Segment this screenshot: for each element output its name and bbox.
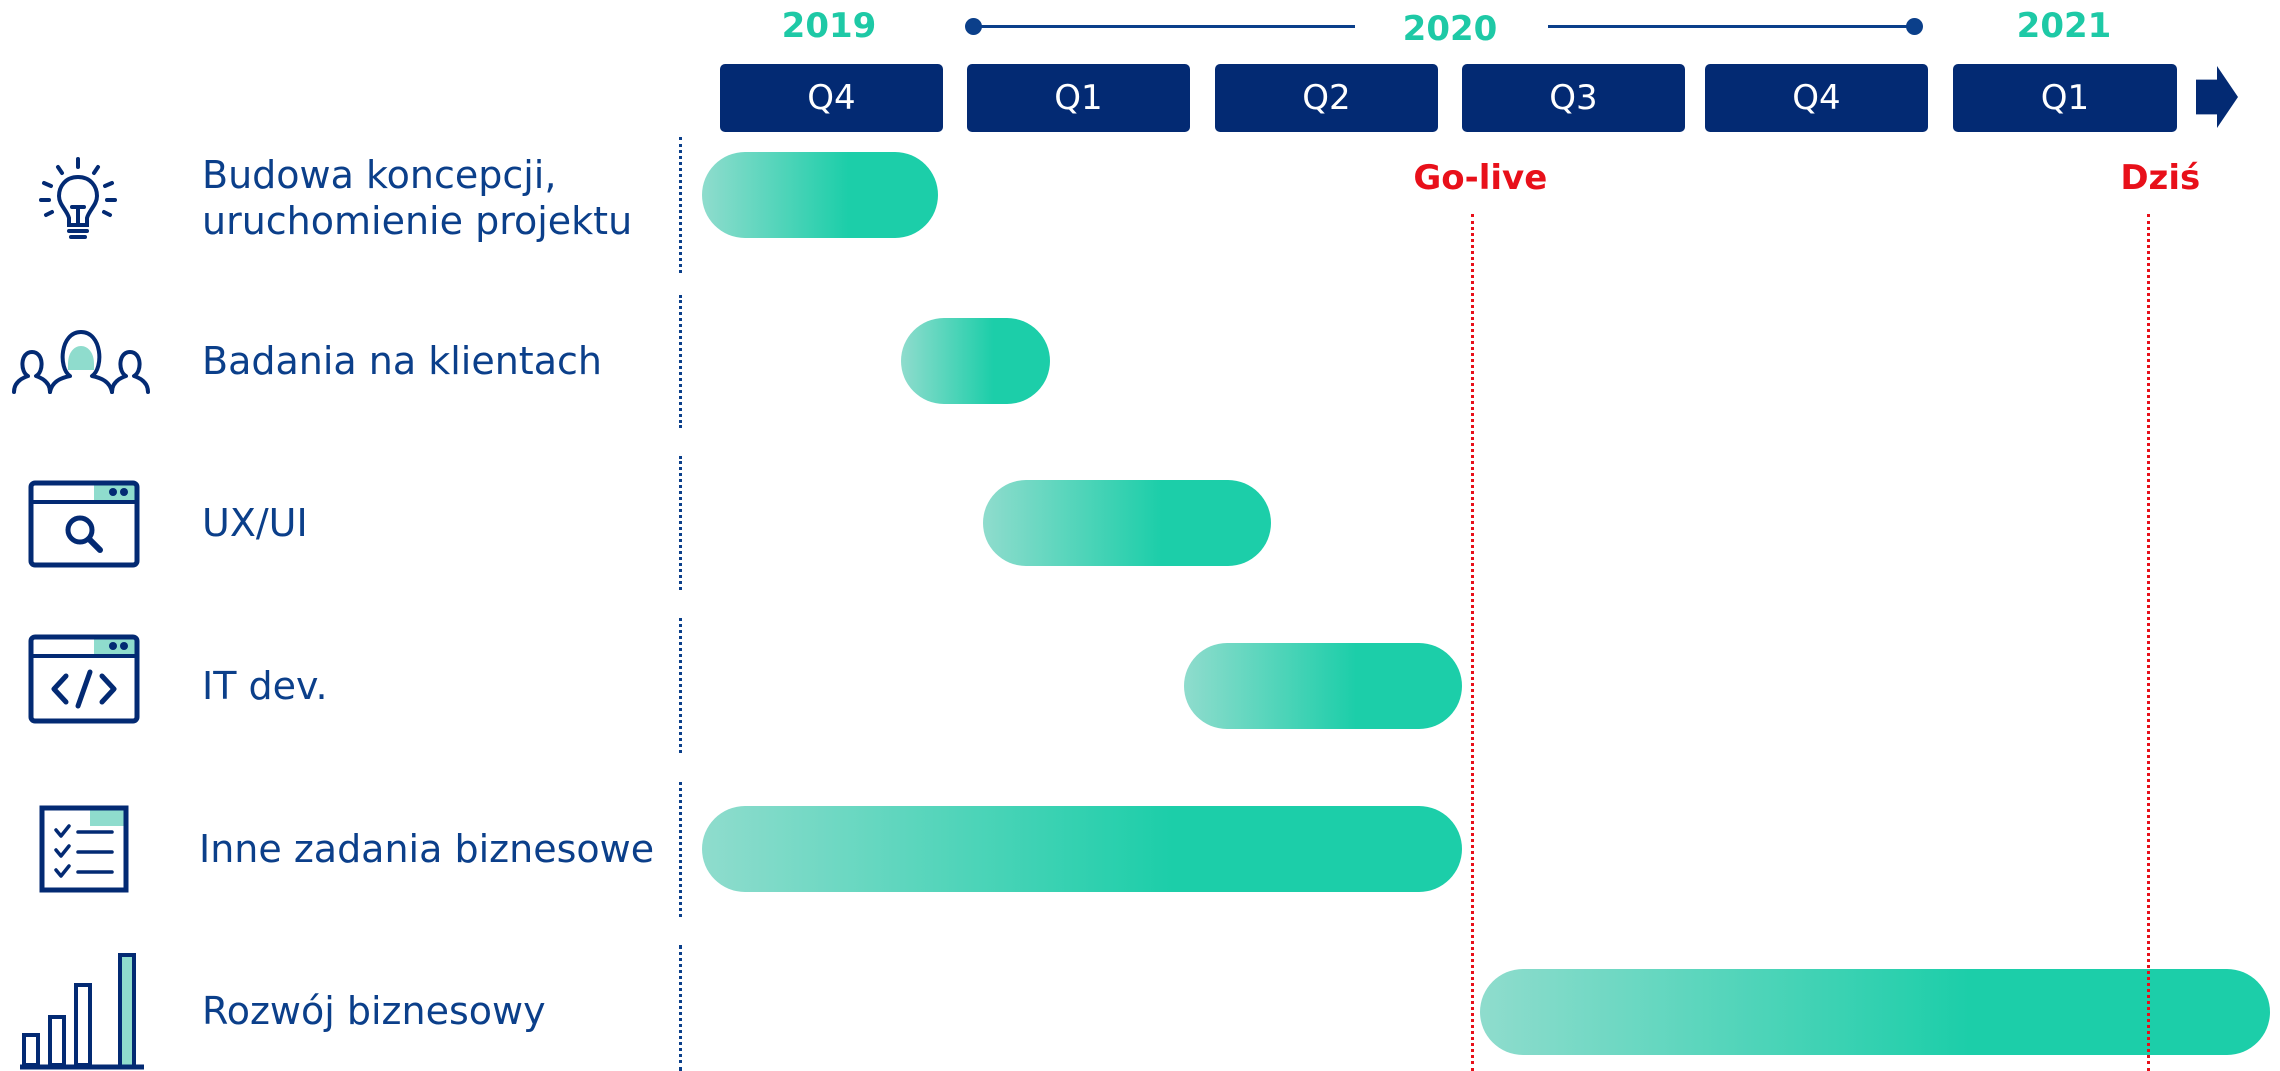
task-label-customer-research: Badania na klientach <box>202 339 602 383</box>
year-line-left <box>973 25 1355 28</box>
row-separator <box>679 945 682 1071</box>
gantt-bar <box>702 806 1463 892</box>
gantt-bar <box>1479 969 2270 1055</box>
quarter-q4-2020: Q4 <box>1705 64 1928 132</box>
marker-label: Go-live <box>1413 158 1548 198</box>
quarter-q3-2020: Q3 <box>1462 64 1685 132</box>
task-label-ux-ui: UX/UI <box>202 501 308 545</box>
growth-bars-icon <box>20 953 144 1070</box>
year-label-2021: 2021 <box>2016 6 2112 46</box>
browser-code-icon <box>28 634 140 724</box>
marker-label: Dziś <box>2120 158 2201 198</box>
timeline-arrow-icon <box>2196 66 2238 128</box>
gantt-bar <box>702 152 939 238</box>
quarter-q2-2020: Q2 <box>1215 64 1438 132</box>
task-label-concept: Budowa koncepcji, uruchomienie projektu <box>202 153 633 243</box>
checklist-icon <box>39 805 129 893</box>
year-label-2019: 2019 <box>781 6 877 46</box>
task-label-other-business-tasks: Inne zadania biznesowe <box>199 827 655 871</box>
year-label-2020: 2020 <box>1402 9 1498 49</box>
quarter-q4-2019: Q4 <box>720 64 943 132</box>
task-label-it-dev: IT dev. <box>202 664 328 708</box>
row-separator <box>679 137 682 273</box>
gantt-bar <box>1184 643 1463 729</box>
gantt-bar <box>982 480 1272 566</box>
row-separator <box>679 782 682 917</box>
year-line-end-dot <box>1906 18 1923 35</box>
lightbulb-icon <box>39 157 117 239</box>
quarter-q1-2021: Q1 <box>1953 64 2177 132</box>
marker-line <box>1471 214 1475 1071</box>
task-label-business-growth: Rozwój biznesowy <box>202 989 546 1033</box>
quarter-q1-2020: Q1 <box>967 64 1190 132</box>
gantt-bar <box>900 318 1050 404</box>
marker-line <box>2147 214 2151 1071</box>
browser-search-icon <box>28 480 140 568</box>
row-separator <box>679 618 682 753</box>
row-separator <box>679 295 682 428</box>
year-line-right <box>1548 25 1914 28</box>
customers-group-icon <box>12 330 150 394</box>
row-separator <box>679 456 682 590</box>
